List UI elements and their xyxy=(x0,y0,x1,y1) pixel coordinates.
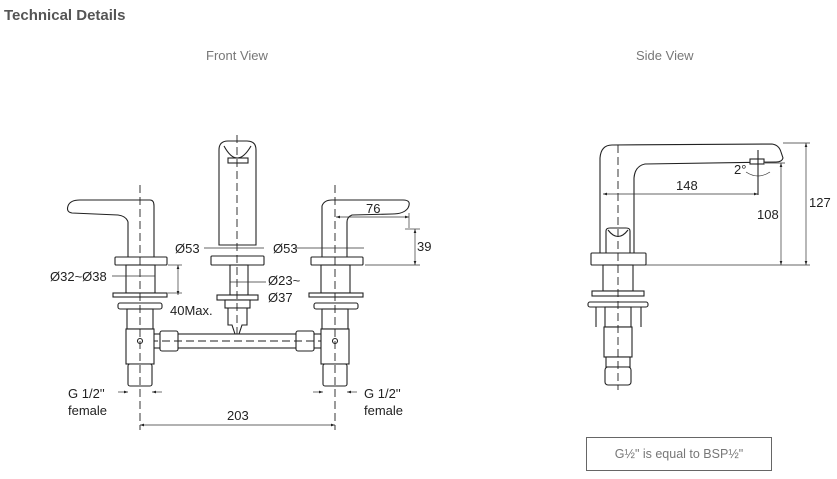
dim-hole-diameter: Ø32~Ø38 xyxy=(50,269,107,284)
dim-reach: 148 xyxy=(676,178,698,193)
thread-note: G½" is equal to BSP½" xyxy=(586,437,772,471)
front-view-label: Front View xyxy=(206,48,268,63)
dim-handle-height: 39 xyxy=(417,239,431,254)
dim-inlet-right-type: female xyxy=(364,403,403,418)
dim-total-height: 127 xyxy=(809,195,831,210)
right-valve xyxy=(308,185,410,430)
dim-inlet-right: G 1/2'' xyxy=(364,386,401,401)
front-view-drawing: Ø53 Ø53 Ø32~Ø38 40Max. Ø23~ Ø37 76 39 20… xyxy=(50,135,431,430)
dim-deck-thickness: 40Max. xyxy=(170,303,213,318)
dim-spout-base-left: Ø53 xyxy=(175,241,200,256)
dim-spout-hole-2: Ø37 xyxy=(268,290,293,305)
dim-inlet-left-type: female xyxy=(68,403,107,418)
dim-outlet-height: 108 xyxy=(757,207,779,222)
section-title: Technical Details xyxy=(4,7,126,24)
dim-centers: 203 xyxy=(227,408,249,423)
dim-handle-length: 76 xyxy=(366,201,380,216)
dim-angle: 2° xyxy=(734,162,746,177)
dim-inlet-left: G 1/2'' xyxy=(68,386,105,401)
dim-spout-base-right: Ø53 xyxy=(273,241,298,256)
side-view-label: Side View xyxy=(636,48,694,63)
dim-spout-hole-1: Ø23~ xyxy=(268,273,301,288)
crossover-pipe xyxy=(149,330,327,352)
left-valve xyxy=(66,185,168,430)
side-view-drawing: 148 2° 108 127 xyxy=(587,142,831,390)
spout xyxy=(210,135,265,345)
